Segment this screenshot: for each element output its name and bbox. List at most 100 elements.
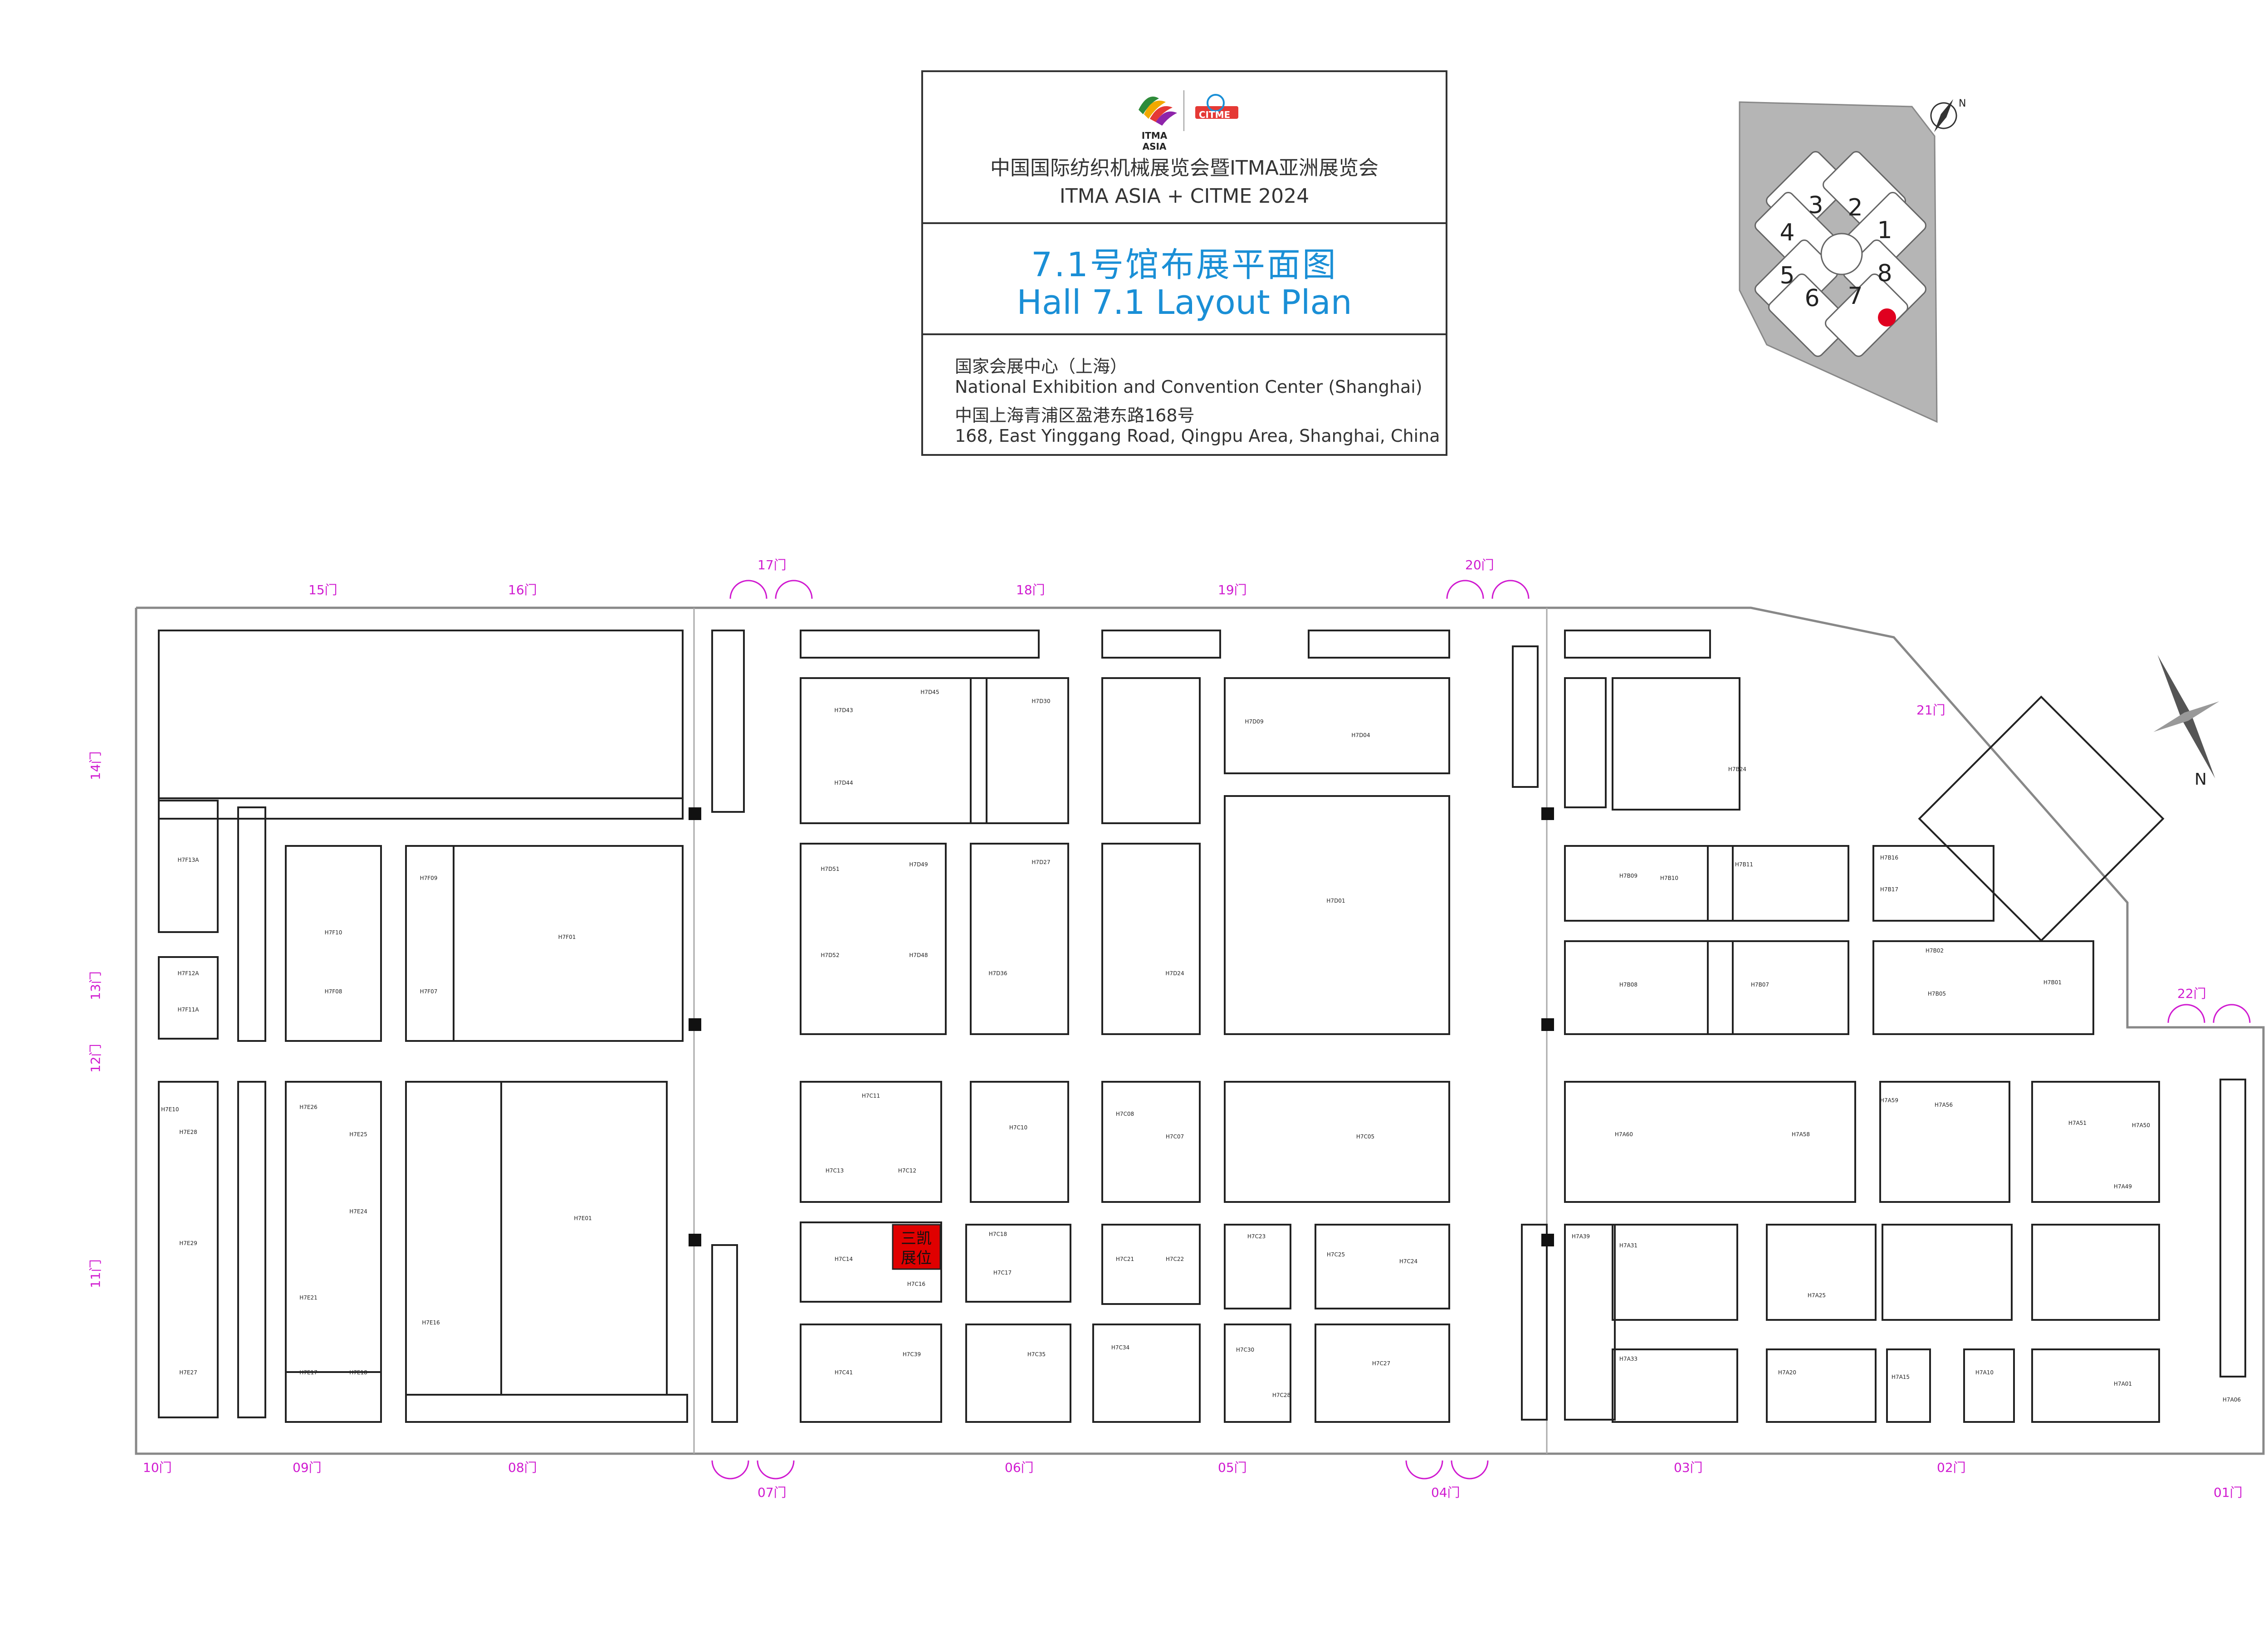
booth-label[interactable]: H7D27 — [1031, 859, 1050, 865]
block-d01 — [1224, 795, 1450, 1035]
block-b17 — [1872, 845, 1994, 922]
booth-label[interactable]: H7A25 — [1808, 1292, 1826, 1299]
booth-label[interactable]: H7D44 — [834, 780, 853, 786]
gate-17: 17门 — [758, 557, 787, 572]
booth-label[interactable]: H7A51 — [2068, 1120, 2087, 1126]
booth-label[interactable]: H7C21 — [1116, 1256, 1134, 1262]
booth-label[interactable]: H7C28 — [1272, 1392, 1290, 1398]
booth-label[interactable]: H7C16 — [907, 1281, 925, 1287]
booth-label[interactable]: H7E10 — [161, 1106, 179, 1113]
booth-label[interactable]: H7E25 — [349, 1131, 367, 1138]
booth-label[interactable]: H7A56 — [1935, 1102, 1953, 1108]
booth-label[interactable]: H7D24 — [1165, 970, 1184, 977]
booth-label[interactable]: H7F07 — [420, 988, 438, 995]
booth-label[interactable]: H7E28 — [179, 1129, 197, 1135]
booth-label[interactable]: H7E01 — [574, 1215, 592, 1221]
booth-label[interactable]: H7C27 — [1372, 1360, 1390, 1367]
booth-label[interactable]: H7A60 — [1615, 1131, 1633, 1138]
booth-label[interactable]: H7B01 — [2043, 979, 2062, 986]
booth-label[interactable]: H7B16 — [1880, 855, 1898, 861]
booth-label[interactable]: H7B11 — [1735, 861, 1753, 868]
sankai-booth-highlight[interactable] — [892, 1224, 941, 1270]
booth-label[interactable]: H7C25 — [1327, 1251, 1345, 1258]
booth-label[interactable]: H7A06 — [2223, 1397, 2241, 1403]
gate-labels: 01门 02门 03门 04门 05门 06门 07门 08门 09门 10门 … — [88, 557, 2243, 1500]
booth-label[interactable]: H7D09 — [1245, 718, 1263, 725]
site-hall-7 — [1825, 274, 1908, 357]
booth-label[interactable]: H7B24 — [1728, 766, 1746, 772]
booth-label[interactable]: H7A49 — [2114, 1183, 2132, 1190]
booth-label[interactable]: H7C17 — [993, 1270, 1012, 1276]
itma-logo-text: ITMA ASIA — [1141, 130, 1168, 152]
booth-label[interactable]: H7C13 — [826, 1167, 844, 1174]
booth-label[interactable]: H7E16 — [422, 1319, 440, 1326]
booth-label[interactable]: H7C05 — [1356, 1133, 1374, 1140]
booth-label[interactable]: H7C11 — [862, 1093, 880, 1099]
booth-label[interactable]: H7B10 — [1660, 875, 1678, 881]
booth-label[interactable]: H7A20 — [1778, 1369, 1796, 1376]
booth-label[interactable]: H7F13A — [177, 857, 199, 863]
booth-label[interactable]: H7C39 — [903, 1351, 921, 1358]
booth-label[interactable]: H7E27 — [179, 1369, 197, 1376]
booth-label[interactable]: H7A15 — [1892, 1374, 1910, 1380]
booth-label[interactable]: H7D45 — [920, 689, 939, 695]
booth-label[interactable]: H7A31 — [1619, 1242, 1637, 1249]
block-e26 — [285, 1081, 382, 1373]
booth-label[interactable]: H7D36 — [988, 970, 1007, 977]
booth-label[interactable]: H7A59 — [1880, 1097, 1898, 1104]
booth-label[interactable]: H7D48 — [909, 952, 928, 958]
gate-11: 11门 — [88, 1259, 103, 1288]
booth-label[interactable]: H7C24 — [1399, 1258, 1418, 1265]
block-d24 — [1101, 843, 1201, 1035]
booth-label[interactable]: H7C08 — [1116, 1111, 1134, 1117]
booth-label[interactable]: H7C30 — [1236, 1347, 1254, 1353]
hall-outline — [135, 606, 2265, 1455]
gate-16: 16门 — [508, 582, 537, 597]
pillar-4 — [1541, 807, 1554, 820]
booth-label[interactable]: H7E26 — [299, 1104, 318, 1110]
booth-label[interactable]: H7A58 — [1792, 1131, 1810, 1138]
booth-label[interactable]: H7C22 — [1166, 1256, 1184, 1262]
booth-label[interactable]: H7E21 — [299, 1294, 318, 1301]
booth-label[interactable]: H7C18 — [989, 1231, 1007, 1237]
booth-label[interactable]: H7C14 — [835, 1256, 853, 1262]
booth-label[interactable]: H7F08 — [325, 988, 342, 995]
booth-label[interactable]: H7E17 — [299, 1369, 318, 1376]
booth-label[interactable]: H7B17 — [1880, 886, 1898, 893]
site-compass-label: N — [1959, 98, 1966, 109]
booth-label[interactable]: H7C34 — [1111, 1344, 1129, 1351]
booth-label[interactable]: H7C12 — [898, 1167, 916, 1174]
site-center-plaza — [1820, 233, 1863, 275]
booth-label[interactable]: H7C10 — [1009, 1124, 1027, 1131]
booth-label[interactable]: H7C35 — [1027, 1351, 1046, 1358]
booth-label[interactable]: H7F12A — [177, 970, 199, 977]
booth-label[interactable]: H7F11A — [177, 1006, 199, 1013]
site-hall-label-6: 6 — [1804, 285, 1819, 312]
booth-label[interactable]: H7B08 — [1619, 982, 1637, 988]
booth-label[interactable]: H7A39 — [1572, 1233, 1590, 1240]
booth-label[interactable]: H7D30 — [1031, 698, 1050, 704]
booth-label[interactable]: H7B07 — [1751, 982, 1769, 988]
booth-label[interactable]: H7D01 — [1326, 898, 1345, 904]
booth-label[interactable]: H7A33 — [1619, 1356, 1637, 1362]
booth-label[interactable]: H7A10 — [1975, 1369, 1994, 1376]
booth-label[interactable]: H7E18 — [349, 1369, 367, 1376]
booth-label[interactable]: H7E24 — [349, 1208, 367, 1215]
booth-label[interactable]: H7E29 — [179, 1240, 197, 1246]
booth-label[interactable]: H7C07 — [1166, 1133, 1184, 1140]
booth-label[interactable]: H7B02 — [1926, 948, 1944, 954]
booth-label[interactable]: H7D52 — [821, 952, 839, 958]
booth-label[interactable]: H7D04 — [1351, 732, 1370, 738]
booth-label[interactable]: H7B09 — [1619, 873, 1637, 879]
booth-label[interactable]: H7F01 — [558, 934, 576, 940]
booth-label[interactable]: H7A50 — [2132, 1122, 2150, 1128]
booth-label[interactable]: H7F10 — [325, 929, 342, 936]
booth-label[interactable]: H7A01 — [2114, 1381, 2132, 1387]
booth-label[interactable]: H7C41 — [835, 1369, 853, 1376]
booth-label[interactable]: H7B05 — [1928, 991, 1946, 997]
booth-label[interactable]: H7D43 — [834, 707, 853, 713]
booth-label[interactable]: H7F09 — [420, 875, 438, 881]
booth-label[interactable]: H7C23 — [1247, 1233, 1266, 1240]
booth-label[interactable]: H7D49 — [909, 861, 928, 868]
booth-label[interactable]: H7D51 — [821, 866, 839, 872]
